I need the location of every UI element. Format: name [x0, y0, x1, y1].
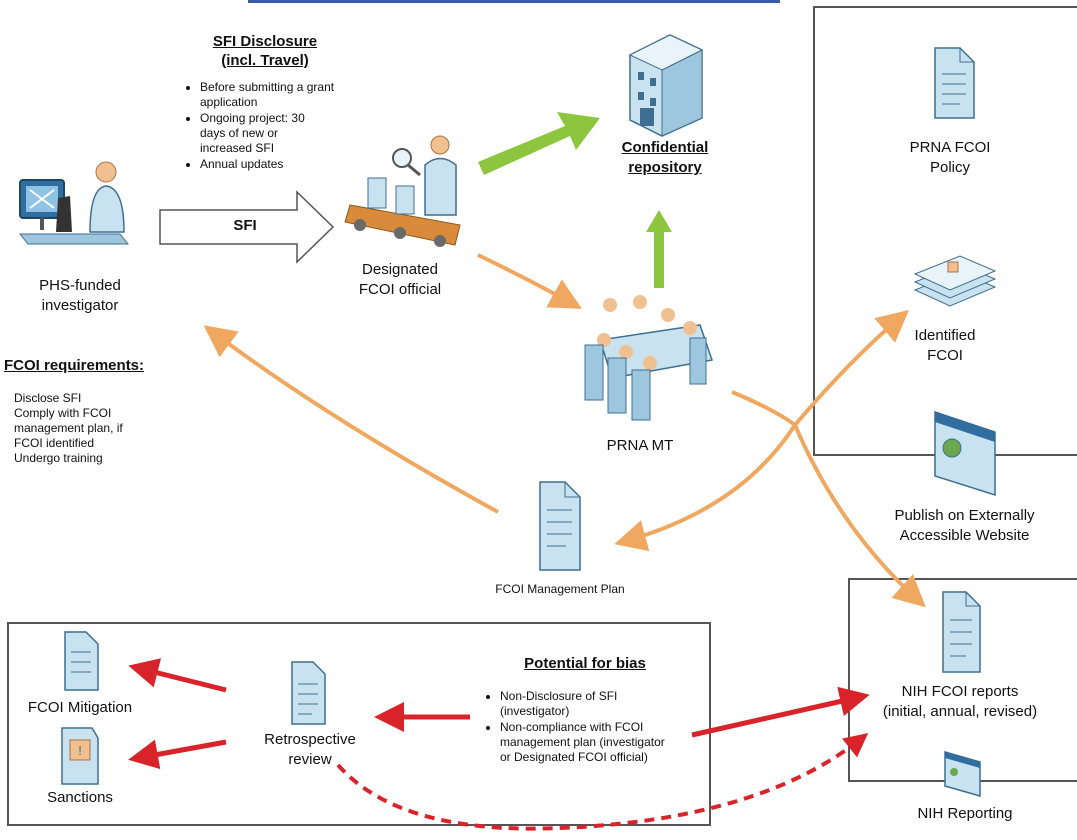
red-to-nih-reports — [691, 686, 870, 738]
red-dashed-retrospective-to-reporting — [336, 732, 869, 831]
document-icon-plan — [539, 481, 581, 571]
prna-mt-label: PRNA MT — [606, 437, 674, 454]
fcoi-mitigation-label: FCOI Mitigation — [27, 699, 133, 716]
green-arrow-to-repository — [478, 112, 600, 175]
id-badge-icon: ! — [61, 727, 99, 785]
sanctions-label: Sanctions — [47, 789, 113, 806]
designated-official-label: Designated FCOI official — [358, 261, 442, 298]
sfi-disclosure-list: Before submitting a grant application On… — [170, 80, 360, 172]
sfi-arrow-label: SFI — [233, 217, 257, 234]
fcoi-requirements-list: Disclose SFI Comply with FCOI management… — [4, 391, 174, 466]
svg-text:!: ! — [78, 743, 82, 758]
red-to-mitigation — [128, 658, 227, 693]
list-item: Annual updates — [200, 157, 360, 172]
nih-reporting-label: NIH Reporting — [917, 805, 1013, 822]
fcoi-requirements-block: FCOI requirements: Disclose SFI Comply w… — [4, 356, 174, 466]
confidential-repository-label: Confidential repository — [621, 139, 709, 176]
document-icon-nih-reports — [942, 591, 981, 673]
document-icon-mitigation — [64, 631, 99, 691]
website-icon — [934, 410, 996, 497]
investigator-icon — [18, 161, 130, 245]
green-arrow-up — [646, 210, 672, 288]
potential-bias-title: Potential for bias — [524, 655, 646, 672]
orange-plan-to-investigator — [203, 325, 499, 514]
management-plan-label: FCOI Management Plan — [495, 582, 625, 596]
sfi-disclosure-title: SFI Disclosure — [212, 33, 318, 50]
top-divider — [248, 0, 780, 3]
orange-official-to-mt — [477, 253, 582, 309]
fcoi-requirements-title: FCOI requirements: — [4, 357, 145, 374]
list-item: Ongoing project: 30 days of new or incre… — [200, 111, 325, 156]
investigator-label: PHS-funded investigator — [39, 277, 121, 314]
meeting-icon — [584, 295, 713, 421]
building-icon — [628, 34, 704, 137]
document-icon-policy — [934, 47, 975, 119]
sfi-disclosure-block: SFI Disclosure (incl. Travel) Before sub… — [170, 32, 360, 173]
potential-bias-list: Non-Disclosure of SFI (investigator) Non… — [470, 689, 700, 765]
website-icon-nih-reporting — [944, 751, 981, 797]
orange-to-identified — [793, 309, 910, 427]
sfi-arrow — [159, 190, 335, 264]
retrospective-review-label: Retrospective review — [264, 731, 356, 768]
list-item: Before submitting a grant application — [200, 80, 335, 110]
prna-policy-label: PRNA FCOI Policy — [909, 139, 991, 176]
identified-fcoi-label: Identified FCOI — [914, 327, 976, 364]
list-item: Disclose SFI — [14, 391, 82, 405]
list-item: Undergo training — [14, 451, 103, 465]
orange-to-plan — [614, 423, 797, 552]
nih-reports-label-line2: (initial, annual, revised) — [882, 703, 1038, 720]
list-item: Non-compliance with FCOI management plan… — [500, 720, 670, 765]
publish-website-label: Publish on Externally Accessible Website — [894, 507, 1035, 544]
bias-box — [7, 622, 711, 826]
orange-mt-to-cross — [731, 390, 797, 427]
document-icon-retrospective — [291, 661, 326, 725]
stacked-documents-icon — [913, 255, 997, 307]
list-item: Comply with FCOI management plan, if FCO… — [14, 406, 123, 450]
list-item: Non-Disclosure of SFI (investigator) — [500, 689, 650, 719]
sfi-disclosure-subtitle: (incl. Travel) — [221, 52, 309, 69]
nih-reports-label-line1: NIH FCOI reports — [901, 683, 1019, 700]
inspection-icon — [344, 135, 461, 247]
orange-to-nih-reports — [793, 424, 926, 608]
red-to-sanctions — [128, 739, 227, 770]
potential-bias-block: Potential for bias Non-Disclosure of SFI… — [470, 654, 700, 766]
